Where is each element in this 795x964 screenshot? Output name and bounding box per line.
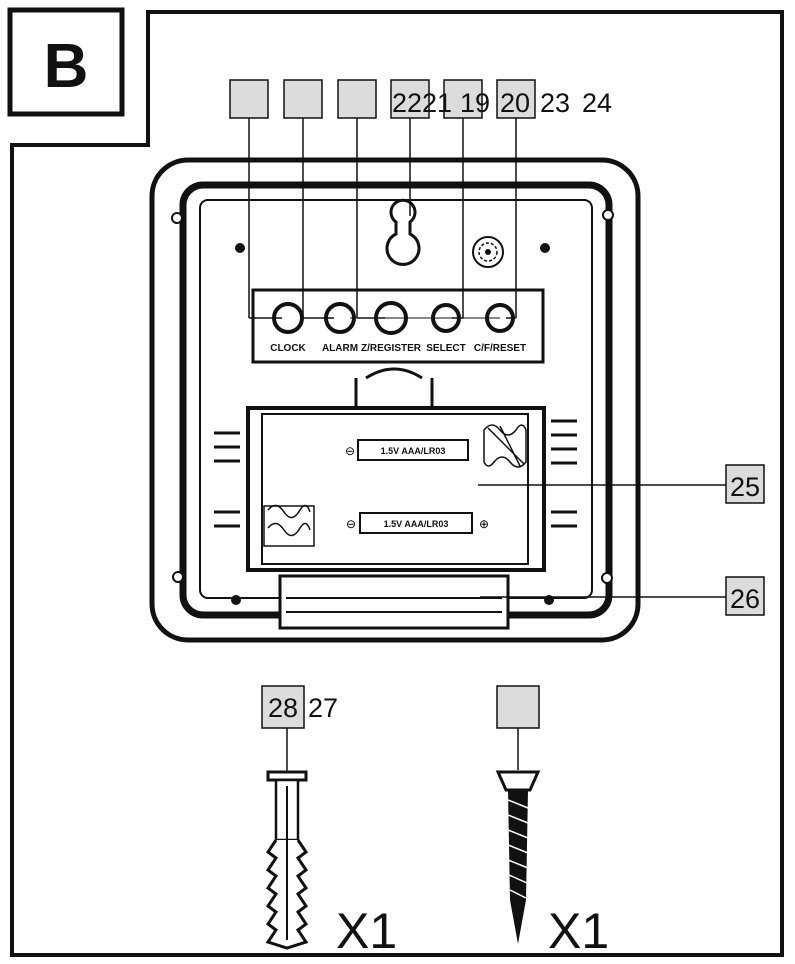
callout-box-26	[725, 576, 765, 616]
svg-text:C/F/RESET: C/F/RESET	[474, 343, 526, 354]
battery-spring-bottom	[263, 504, 315, 547]
svg-text:Z/REGISTER: Z/REGISTER	[361, 343, 422, 354]
callout-box-28	[261, 685, 305, 729]
wall-plug	[265, 770, 309, 950]
svg-text:⊖: ⊖	[346, 517, 356, 531]
vent-right	[551, 419, 577, 528]
svg-text:1.5V AAA/LR03: 1.5V AAA/LR03	[384, 519, 449, 529]
callout-26: 26	[730, 584, 760, 614]
quantity-wall-plug: X1	[336, 903, 397, 959]
svg-text:CLOCK: CLOCK	[270, 343, 306, 354]
callout-21: 21	[422, 88, 452, 118]
svg-text:⊕: ⊕	[479, 517, 489, 531]
callout-28: 28	[268, 693, 298, 723]
callout-box-20	[496, 79, 536, 119]
screw-inner-tl	[235, 243, 245, 253]
section-label: B	[44, 32, 89, 101]
callout-box-screw	[496, 685, 540, 729]
callout-27: 27	[308, 693, 338, 723]
keyhole-hanger	[385, 198, 421, 266]
callout-box-empty-1	[229, 79, 269, 119]
leader-lines-top	[248, 118, 517, 319]
figure-frame	[10, 10, 784, 957]
callout-19: 19	[460, 88, 490, 118]
battery-top: 1.5V AAA/LR03 ⊖	[345, 439, 469, 461]
screw-inner-bl	[231, 595, 241, 605]
callout-boxes-top	[229, 79, 536, 119]
callout-box-empty-3	[337, 79, 377, 119]
callout-box-empty-2	[283, 79, 323, 119]
callout-box-22	[390, 79, 430, 119]
svg-text:ALARM: ALARM	[322, 343, 358, 354]
section-label-box	[7, 7, 125, 117]
callout-20: 20	[500, 88, 530, 118]
screw-bottom-left	[172, 571, 184, 583]
quantity-screw: X1	[548, 903, 609, 959]
callout-box-25	[725, 464, 765, 504]
screw-top-left	[171, 212, 183, 224]
screw	[495, 770, 541, 944]
screw-inner-tr	[540, 243, 550, 253]
battery-bottom: 1.5V AAA/LR03 ⊖ ⊕	[346, 512, 489, 534]
callout-23: 23	[540, 88, 570, 118]
screw-bottom-right	[601, 572, 613, 584]
svg-text:⊖: ⊖	[345, 444, 355, 458]
screw-top-right	[602, 209, 614, 221]
callout-labels-top: 22 21 19 20 23 24	[392, 88, 612, 118]
stand-slot	[278, 574, 510, 630]
callout-24: 24	[582, 88, 612, 118]
vent-left	[214, 431, 240, 528]
callout-22: 22	[392, 88, 422, 118]
battery-compartment-inner	[261, 413, 529, 565]
battery-spring-top	[483, 424, 527, 468]
speaker-grille	[472, 236, 504, 268]
callout-25: 25	[730, 472, 760, 502]
device-back: CLOCK ALARM Z/REGISTER SELECT C/F/RESET	[149, 157, 641, 643]
svg-text:1.5V AAA/LR03: 1.5V AAA/LR03	[381, 446, 446, 456]
svg-text:SELECT: SELECT	[426, 343, 465, 354]
